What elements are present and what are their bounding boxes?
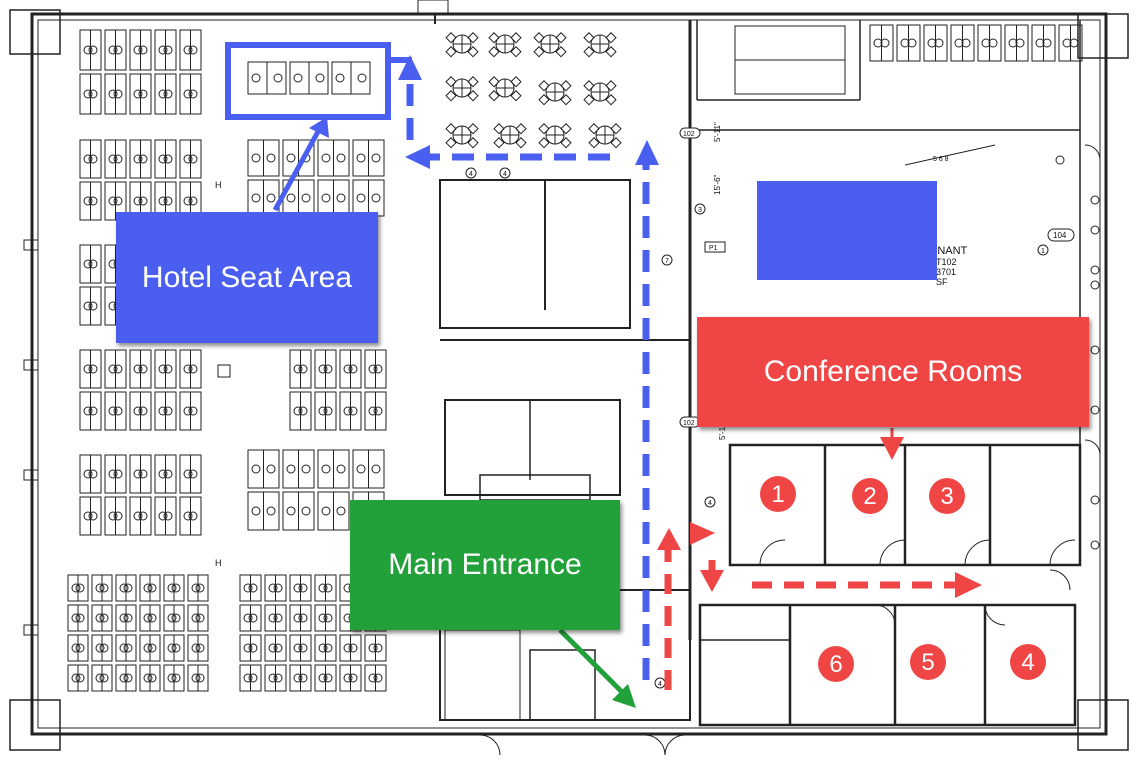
suite-label: T102 [936,257,957,267]
room-circle [852,478,888,514]
room-number: 3 [940,483,953,510]
room-circle [910,644,946,680]
h-marker: H [215,180,222,190]
conf-pointer-arrowhead [880,437,904,460]
room-number: 4 [1021,649,1034,676]
conference-rooms-label: Conference Rooms [697,317,1089,427]
dim-511: 5'-11" [713,122,722,142]
red-arrowhead-right [690,522,715,545]
hotel-pointer-arrowhead [309,117,329,138]
tenant-label: ENANT [930,245,968,257]
red-arrowhead-down [700,570,724,592]
room-number: 1 [771,481,784,508]
room-circle [760,476,796,512]
blue-arrowhead-up [635,140,659,165]
area-code-label: 3701 [936,267,956,277]
room-circle [1010,644,1046,680]
tenant-highlight [757,181,937,280]
dim-156: 15'-6" [713,174,722,195]
building-walls [9,0,1129,756]
entrance-pointer-arrowhead [612,684,636,708]
tag-4c: 4 [708,500,712,507]
red-arrowhead-right-2 [955,572,982,598]
room-marker-5: 5 [910,644,946,680]
lounge-seating [445,32,622,149]
blue-route [406,80,650,680]
room-marker-6: 6 [818,646,854,682]
tag-7: 7 [665,258,669,265]
room-marker-3: 3 [929,478,965,514]
hotel-seat-area-label: Hotel Seat Area [116,212,378,343]
red-arrowhead-up [657,528,681,550]
main-entrance-label: Main Entrance [350,500,620,630]
h-marker-2: H [215,558,222,568]
tag-3: 3 [698,207,702,214]
tag-p1: P1 [709,245,718,252]
tag-104: 104 [1053,231,1067,240]
room-circle [818,646,854,682]
workstation-clusters [67,24,1083,692]
tag-568: 5 6 8 [933,156,949,163]
blue-arrowhead-up-2 [398,55,422,80]
hotel-seat-highlight-box [225,42,391,120]
room-number: 5 [921,649,934,676]
tag-102b: 102 [683,420,695,427]
room-circle [929,478,965,514]
tag-4b: 4 [503,171,507,178]
tag-102: 102 [683,131,695,138]
room-number: 6 [829,651,842,678]
plan-annotations: ENANT T102 3701 SF 104 102 102 P1 1 7 3 … [215,122,1075,689]
room-number: 2 [863,483,876,510]
column-markers [1055,155,1100,550]
tag-1: 1 [1041,248,1045,255]
room-marker-2: 2 [852,478,888,514]
tag-4: 4 [469,171,473,178]
tag-4d: 4 [658,681,662,688]
blue-arrowhead-left [405,145,430,169]
dim-51: 5'-1" [718,424,727,440]
room-markers: 1 2 3 4 5 6 [760,476,1046,682]
sf-label: SF [936,277,948,287]
room-marker-4: 4 [1010,644,1046,680]
room-marker-1: 1 [760,476,796,512]
